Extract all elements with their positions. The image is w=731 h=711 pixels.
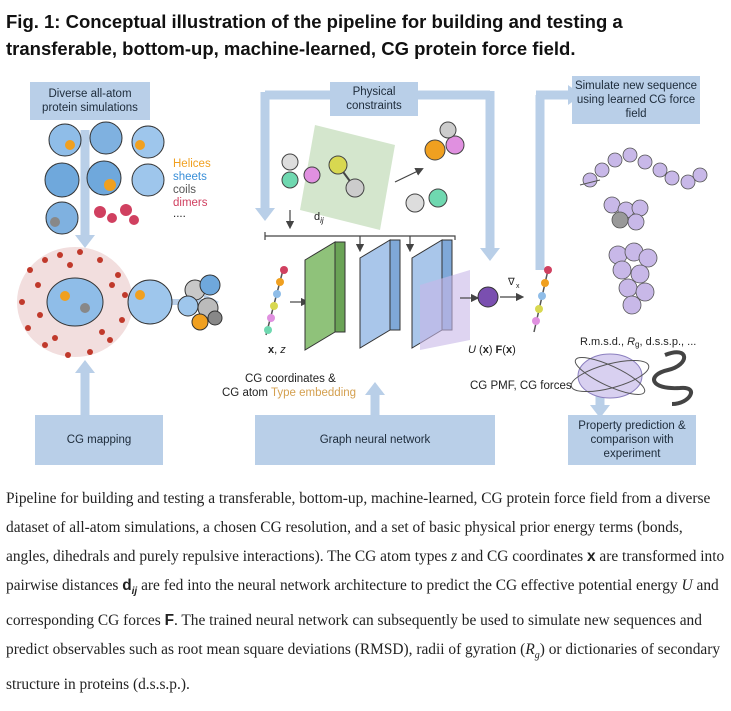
cg-atom-text: CG atom — [222, 387, 269, 399]
caption-text: ) or dictionaries of secondary structure… — [6, 641, 721, 694]
energy-node-icon — [477, 286, 499, 308]
neural-layer-icon — [304, 239, 470, 351]
xz-label: x, z — [268, 344, 286, 356]
dij-label: dij — [314, 211, 324, 225]
cg-atom-type-label: CG atom Type embedding — [222, 387, 356, 399]
cg-simulated-protein — [582, 147, 708, 315]
caption-f: F — [164, 612, 174, 630]
cg-mapping-box: CG mapping — [35, 415, 163, 465]
caption-dij: dij — [122, 577, 138, 598]
caption-z: z — [451, 548, 458, 565]
physical-box-label: Physical constraints — [346, 86, 402, 112]
simulate-box: Simulate new sequence using learned CG f… — [572, 76, 700, 124]
caption-text: are fed into the neural network architec… — [137, 577, 682, 594]
physical-constraints-inset — [281, 121, 465, 230]
allatom-box: Diverse all-atom protein simulations — [30, 82, 150, 120]
grad-label: ∇ — [507, 277, 515, 288]
pipeline-diagram: dij x, z U (x) F(x) ∇x R.m.s.d., Rg, d.s… — [17, 85, 708, 428]
cg-bead-chain-icon — [177, 274, 223, 331]
svg-text:x: x — [516, 283, 520, 290]
caption-text: and corresponding CG forces — [6, 577, 719, 630]
legend-dimers: dimers — [173, 197, 208, 209]
cg-chain-input — [264, 266, 288, 336]
gnn-box: Graph neural network — [255, 415, 495, 465]
figure-title: Fig. 1: Conceptual illustration of the p… — [6, 11, 623, 59]
caption-text: are transformed into pairwise distances — [6, 548, 725, 594]
caption-text: . The trained neural network can subsequ… — [6, 612, 702, 659]
legend-sheets: sheets — [173, 171, 207, 183]
property-box-label: Property prediction & comparison with ex… — [578, 420, 686, 460]
caption-x: x — [587, 548, 596, 565]
property-visual — [570, 353, 650, 399]
legend-more: .... — [173, 208, 186, 220]
cg-coords-label: CG coordinates & — [245, 373, 336, 385]
pipeline-figure: dij x, z U (x) F(x) ∇x R.m.s.d., Rg, d.s… — [0, 70, 731, 472]
cg-chain-output — [532, 266, 552, 333]
caption-u: U — [681, 577, 693, 594]
legend-helices: Helices — [173, 158, 211, 170]
u-f-label: U (x) F(x) — [468, 344, 516, 356]
rmsd-label: R.m.s.d., Rg, d.s.s.p., ... — [580, 336, 696, 349]
caption-rg: Rg — [525, 641, 540, 662]
helix-ribbon-icon — [652, 350, 694, 406]
solvated-protein — [17, 247, 173, 358]
physical-box: Physical constraints — [330, 82, 418, 116]
pmf-label: CG PMF, CG forces — [470, 380, 572, 392]
protein-structure-icon — [44, 121, 165, 235]
figure-caption: Pipeline for building and testing a tran… — [6, 484, 728, 699]
simulate-box-label: Simulate new sequence using learned CG f… — [574, 80, 698, 120]
cg-mapping-box-label: CG mapping — [66, 434, 132, 446]
caption-text: Pipeline for building and testing a tran… — [6, 490, 711, 565]
dij-bracket — [264, 232, 456, 240]
caption-text: and CG coordinates — [457, 548, 588, 565]
gnn-box-label: Graph neural network — [319, 434, 431, 446]
type-embedding-text: Type embedding — [271, 387, 357, 399]
allatom-box-label: Diverse all-atom protein simulations — [42, 88, 138, 114]
property-box: Property prediction & comparison with ex… — [568, 415, 696, 465]
legend-coils: coils — [173, 184, 197, 196]
